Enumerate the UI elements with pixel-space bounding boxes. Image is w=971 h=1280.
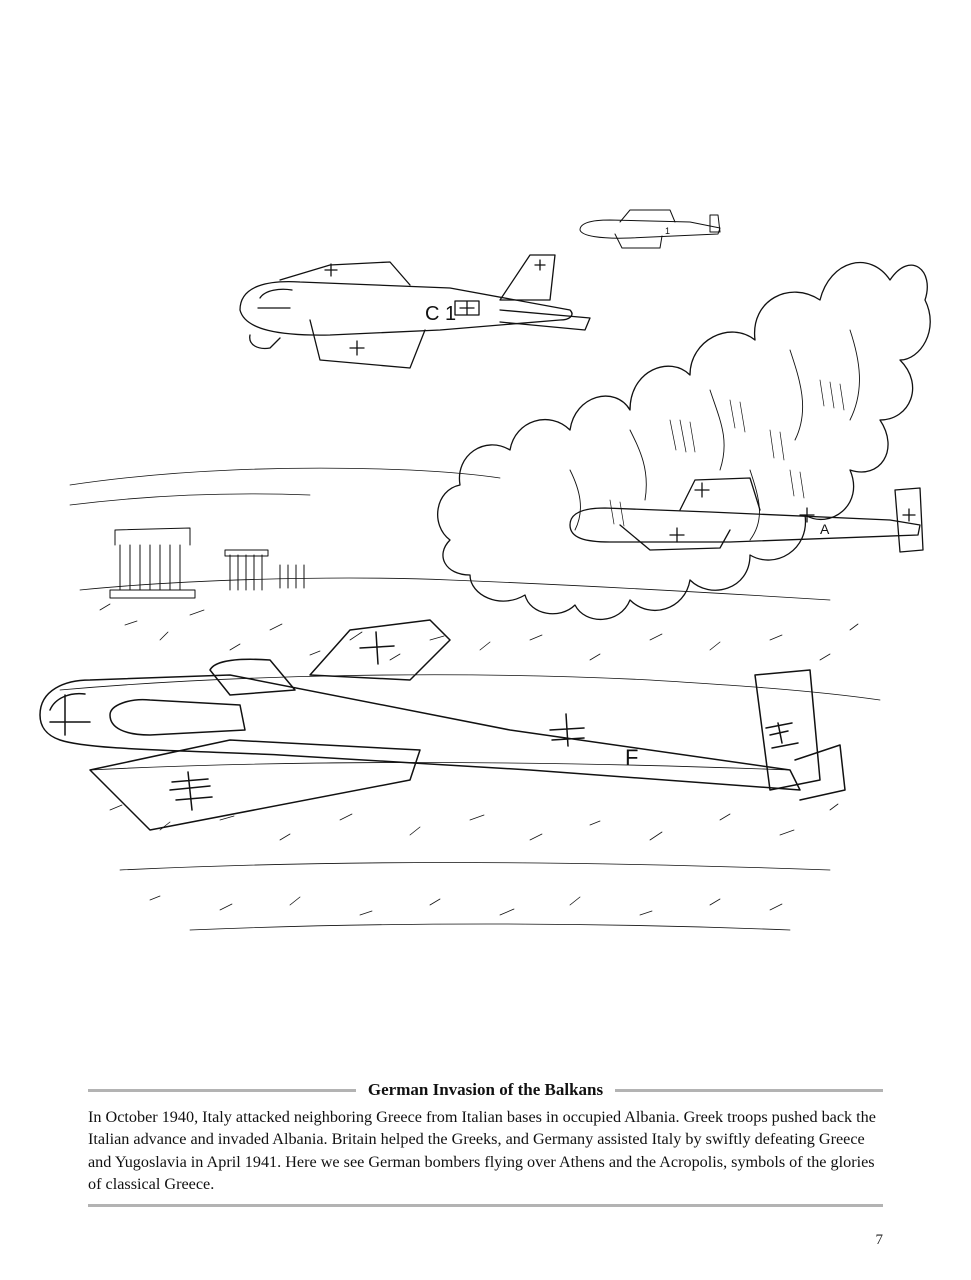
caption-rule-right: [615, 1088, 884, 1092]
front-bomber-marking: F: [625, 745, 638, 770]
top-bomber-marking: C 1: [425, 303, 456, 325]
landscape: [59, 467, 881, 931]
caption-header: German Invasion of the Balkans: [88, 1079, 884, 1101]
middle-bomber-marking: A: [820, 521, 830, 537]
caption-rule-left: [88, 1088, 356, 1092]
page-number: 7: [875, 1232, 884, 1248]
acropolis-ruins: [109, 527, 305, 599]
top-bomber-drawing: [239, 254, 591, 369]
far-bomber-marking: 1: [665, 226, 670, 236]
smoke-cloud: [437, 262, 931, 621]
bombers-over-athens-illustration: C 1 1 A F: [39, 209, 931, 931]
far-bomber-drawing: [579, 209, 721, 249]
front-bomber-drawing: [39, 619, 846, 831]
caption-rule-bottom: [88, 1204, 883, 1207]
caption-title: German Invasion of the Balkans: [367, 1080, 604, 1099]
middle-bomber-drawing: [569, 477, 924, 553]
caption-body: In October 1940, Italy attacked neighbor…: [88, 1108, 876, 1193]
